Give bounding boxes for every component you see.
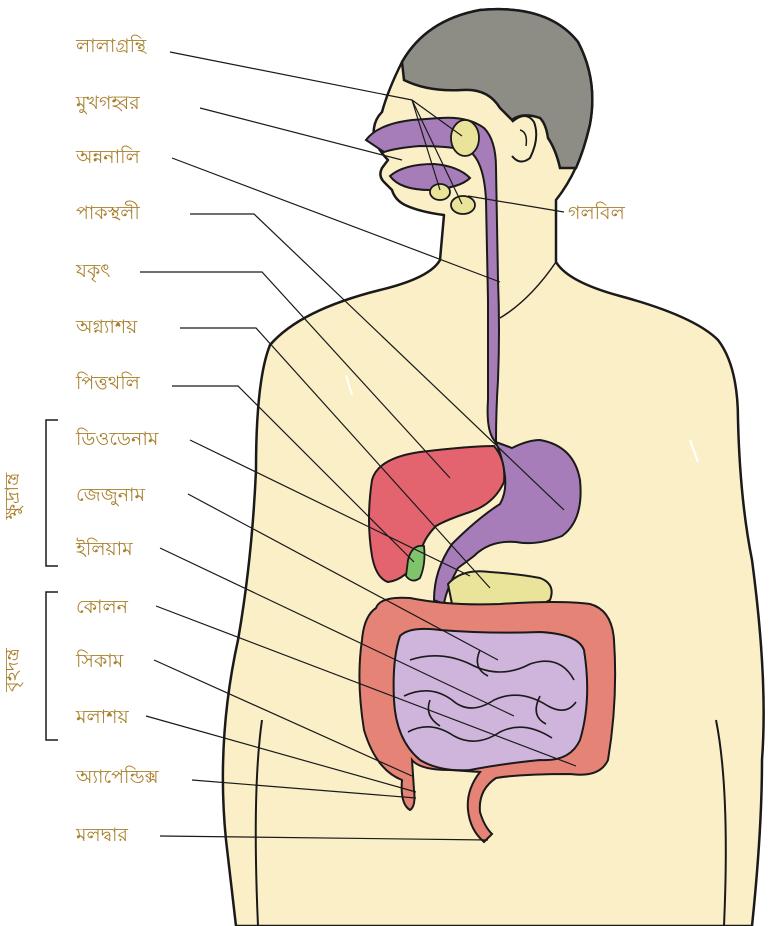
label-ileum: ইলিয়াম — [76, 538, 133, 560]
label-small-intestine-group: ক্ষুদ্রান্ত্র — [0, 446, 30, 546]
label-gallbladder: পিত্তথলি — [76, 372, 140, 394]
small-intestine-bracket — [46, 420, 58, 566]
large-intestine-bracket — [46, 592, 58, 740]
label-salivary-glands: লালাগ্রন্থি — [76, 35, 146, 57]
label-colon: কোলন — [76, 596, 128, 618]
small-intestine-shape — [394, 629, 588, 770]
label-stomach: পাকস্থলী — [76, 202, 140, 224]
label-anus: মলদ্বার — [76, 824, 128, 846]
label-cecum: সিকাম — [76, 650, 123, 672]
label-esophagus: অন্ননালি — [76, 146, 140, 168]
label-jejunum: জেজুনাম — [76, 484, 145, 506]
label-pharynx: গলবিল — [568, 202, 625, 224]
label-rectum: মলাশয় — [76, 706, 129, 728]
ear — [512, 116, 536, 162]
label-pancreas: অগ্ন্যাশয় — [76, 316, 137, 338]
label-liver: যকৃৎ — [76, 260, 110, 282]
label-duodenum: ডিওডেনাম — [76, 428, 158, 450]
label-appendix: অ্যাপেন্ডিক্স — [76, 766, 159, 788]
label-oral-cavity: মুখগহ্বর — [76, 92, 140, 114]
label-large-intestine-group: বৃহদন্ত্র — [0, 620, 30, 720]
